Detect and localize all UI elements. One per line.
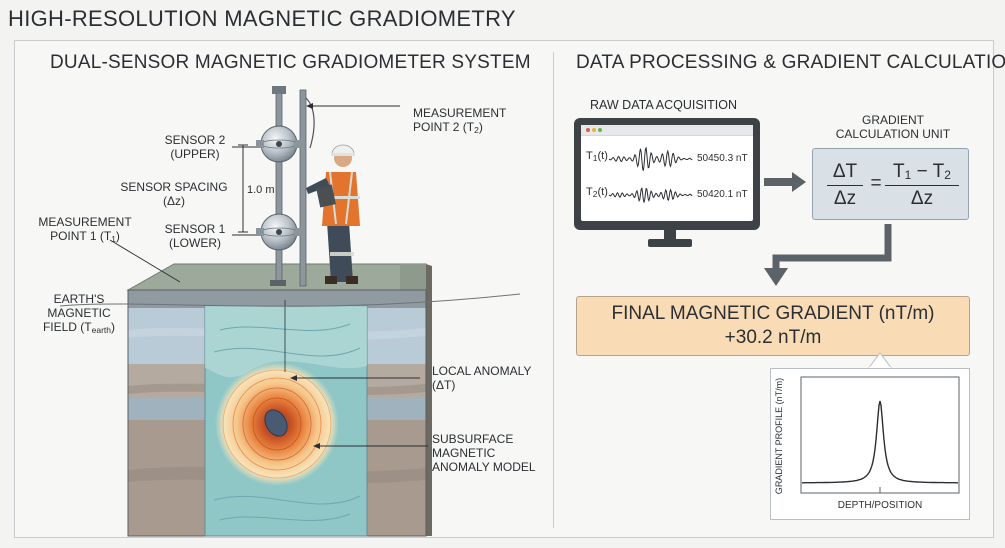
label-subsurface-model: SUBSURFACE MAGNETIC ANOMALY MODEL bbox=[432, 432, 536, 474]
final-gradient-value: +30.2 nT/m bbox=[724, 327, 822, 348]
calc-unit-box: ΔT Δz = T1 − T2 Δz bbox=[812, 148, 969, 220]
waveform-t1 bbox=[608, 146, 693, 171]
t1-value: 50450.3 nT bbox=[697, 153, 748, 164]
page-title: HIGH-RESOLUTION MAGNETIC GRADIOMETRY bbox=[8, 6, 516, 31]
left-panel-title: DUAL-SENSOR MAGNETIC GRADIOMETER SYSTEM bbox=[50, 52, 531, 73]
window-dot-yellow bbox=[592, 128, 596, 132]
worker-figure bbox=[306, 144, 360, 284]
label-measurement-point-1: MEASUREMENT POINT 1 (T1) bbox=[38, 215, 132, 244]
leader-lines-left bbox=[109, 103, 428, 449]
monitor: T1(t) 50450.3 nT T2(t) 50420.1 nT bbox=[574, 118, 760, 230]
label-earth-field: EARTH'S MAGNETIC FIELD (Tearth) bbox=[42, 292, 116, 335]
layer-top bbox=[128, 290, 426, 308]
label-sensor-2: SENSOR 2 (UPPER) bbox=[164, 133, 226, 161]
anomaly-core bbox=[264, 409, 288, 437]
formula-rhs: T1 − T2 Δz bbox=[885, 161, 959, 210]
t2-label: T2(t) bbox=[586, 186, 608, 199]
profile-xlabel: DEPTH/POSITION bbox=[837, 500, 923, 511]
formula-equals: = bbox=[870, 173, 882, 194]
sensor-1 bbox=[256, 213, 302, 251]
window-dot-green bbox=[598, 128, 602, 132]
final-gradient-title: FINAL MAGNETIC GRADIENT (nT/m) bbox=[611, 303, 935, 324]
label-local-anomaly: LOCAL ANOMALY (ΔT) bbox=[432, 364, 532, 392]
arrow-to-calc bbox=[764, 172, 806, 192]
label-spacing-value: 1.0 m bbox=[247, 184, 275, 196]
right-panel-title: DATA PROCESSING & GRADIENT CALCULATION bbox=[576, 52, 1005, 73]
label-calc-unit: GRADIENT CALCULATION UNIT bbox=[835, 113, 951, 141]
profile-svg bbox=[800, 376, 960, 494]
monitor-titlebar bbox=[581, 125, 753, 136]
window-dot-red bbox=[586, 128, 590, 132]
gradient-profile-chart: GRADIENT PROFILE (nT/m) DEPTH/POSITION bbox=[770, 368, 970, 520]
earth-field-line bbox=[59, 293, 521, 307]
label-measurement-point-2: MEASUREMENT POINT 2 (T2) bbox=[413, 106, 507, 135]
label-sensor-1: SENSOR 1 (LOWER) bbox=[164, 222, 226, 250]
final-gradient-box: FINAL MAGNETIC GRADIENT (nT/m) +30.2 nT/… bbox=[576, 296, 970, 356]
label-raw-data-acquisition: RAW DATA ACQUISITION bbox=[590, 98, 738, 112]
monitor-screen: T1(t) 50450.3 nT T2(t) 50420.1 nT bbox=[581, 125, 753, 221]
gradiometer-pole bbox=[270, 86, 315, 287]
formula-lhs: ΔT Δz bbox=[827, 161, 863, 210]
arrow-to-final bbox=[764, 224, 892, 286]
waveform-plots bbox=[608, 146, 693, 203]
t1-label: T1(t) bbox=[586, 150, 608, 163]
sensor-2 bbox=[256, 125, 302, 163]
t2-value: 50420.1 nT bbox=[697, 189, 748, 200]
profile-ylabel: GRADIENT PROFILE (nT/m) bbox=[774, 377, 784, 495]
profile-curve bbox=[802, 400, 958, 484]
spacing-dimension bbox=[238, 144, 248, 233]
ground-side bbox=[426, 264, 432, 536]
label-sensor-spacing: SENSOR SPACING (Δz) bbox=[120, 180, 228, 208]
monitor-stand bbox=[648, 228, 692, 247]
anomaly-model bbox=[204, 300, 368, 537]
panel-divider bbox=[553, 52, 554, 528]
waveform-t2 bbox=[608, 187, 693, 203]
